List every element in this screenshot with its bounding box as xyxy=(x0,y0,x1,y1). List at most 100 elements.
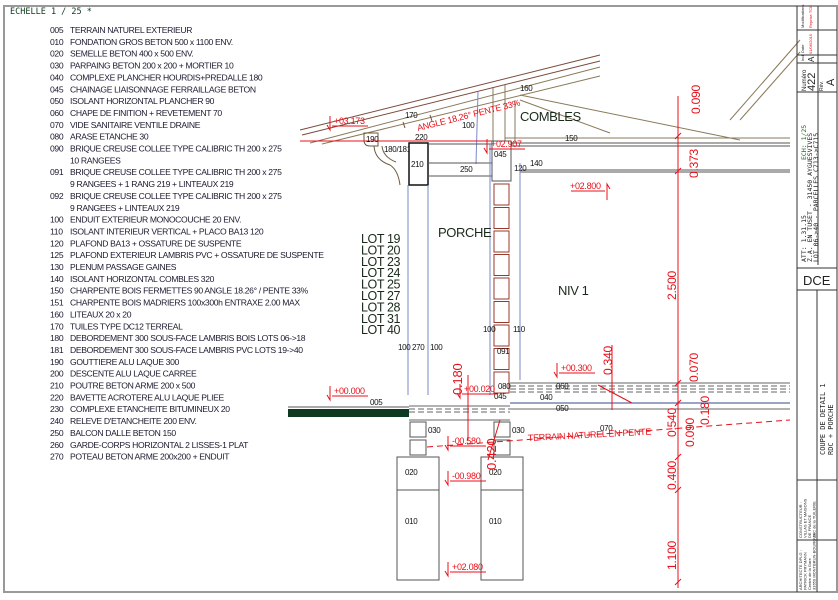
project-lots: LOT 06->40 - PARCELLES C713->C715 xyxy=(812,133,820,262)
label-030-left: 030 xyxy=(428,426,441,435)
legend-code: 130 xyxy=(50,262,64,272)
lot-label: LOT 19 xyxy=(361,232,401,246)
legend-text: CHARPENTE BOIS FERMETTES 90 ANGLE 18.26°… xyxy=(70,286,309,296)
legend-text: BAVETTE ACROTERE ALU LAQUE PLIEE xyxy=(70,392,225,402)
level-value: +00.020 xyxy=(464,384,495,394)
rev-header-ind: Ind. xyxy=(800,54,805,61)
label-040: 040 xyxy=(540,393,553,402)
label-100-wall: 100 xyxy=(483,325,496,334)
legend-code: 170 xyxy=(50,321,64,331)
architect-line: Centre de la Gare xyxy=(807,557,812,590)
ceiling-lines xyxy=(428,143,790,177)
title-block xyxy=(796,6,837,592)
label-060: 060 xyxy=(556,382,569,391)
brick xyxy=(493,324,510,347)
label-030-right: 030 xyxy=(512,426,525,435)
beam-210 xyxy=(408,142,429,186)
legend-code: 230 xyxy=(50,404,64,414)
legend-code: 180 xyxy=(50,333,64,343)
label-120: 120 xyxy=(514,164,527,173)
dimension-label: 0.180 xyxy=(450,363,465,395)
dimension-label: 0.400 xyxy=(665,460,679,490)
legend-code: 220 xyxy=(50,392,64,402)
project-address: Z.A. EN TUSET - 31450 AYGUESVIVES xyxy=(806,133,814,262)
label-100-col-right: 100 xyxy=(430,343,443,352)
legend-code: 020 xyxy=(50,49,64,59)
project-scale: ECH: 1/25 xyxy=(800,125,808,160)
architect-line: 31650 MONTBRUN-BOURGUE xyxy=(812,533,817,590)
terrain-label: TERRAIN NATUREL EN PENTE xyxy=(528,427,652,443)
foundations xyxy=(396,421,524,581)
scale-label: ECHELLE 1 / 25 * xyxy=(10,7,92,17)
rev-date: 01/06/2015 xyxy=(808,33,813,54)
legend-text: FONDATION GROS BETON 500 x 1100 ENV. xyxy=(70,37,233,47)
legend-text: BRIQUE CREUSE COLLEE TYPE CALIBRIC TH 20… xyxy=(70,167,282,177)
room-niv-1: NIV 1 xyxy=(558,283,589,298)
level-value: +03.173 xyxy=(334,116,365,126)
level-value: +02.080 xyxy=(452,562,483,572)
legend-text: TERRAIN NATUREL EXTERIEUR xyxy=(70,25,192,35)
label-150: 150 xyxy=(565,134,578,143)
legend-code: 090 xyxy=(50,144,64,154)
dimension-label: 0.540 xyxy=(665,407,679,437)
legend-code: 160 xyxy=(50,309,64,319)
lot-label: LOT 25 xyxy=(361,278,401,292)
legend-text: PLAFOND BA13 + OSSATURE DE SUSPENTE xyxy=(70,238,242,248)
porch-column xyxy=(407,144,521,395)
legend-text: ARASE ETANCHE 30 xyxy=(70,132,149,142)
constructor-line: VILLAS ET MAISONS xyxy=(803,498,808,538)
room-porche: PORCHE xyxy=(438,225,492,240)
legend-text: VIDE SANITAIRE VENTILE DRAINE xyxy=(70,120,201,130)
legend-text: 10 RANGEES xyxy=(70,155,121,165)
legend-code: 260 xyxy=(50,440,64,450)
legend-text: SEMELLE BETON 400 x 500 ENV. xyxy=(70,49,193,59)
label-110: 110 xyxy=(513,325,526,334)
legend-code: 125 xyxy=(50,250,64,260)
lot-label: LOT 40 xyxy=(361,323,401,337)
dimension-label: 1.100 xyxy=(665,540,679,570)
legend-text: CHARPENTE BOIS MADRIERS 100x300h ENTRAXE… xyxy=(70,298,300,308)
rev-modification: Reprise TCE xyxy=(808,5,813,28)
brick xyxy=(493,207,510,229)
legend-text: DEBORDEMENT 300 SOUS-FACE LAMBRIS PVC LO… xyxy=(70,345,303,355)
brick xyxy=(493,301,510,323)
legend-code: 250 xyxy=(50,428,64,438)
legend-code: 010 xyxy=(50,37,64,47)
legend-text: GARDE-CORPS HORIZONTAL 2 LISSES-1 PLAT xyxy=(70,440,249,450)
legend-code: 092 xyxy=(50,191,64,201)
legend-text: BRIQUE CREUSE COLLEE TYPE CALIBRIC TH 20… xyxy=(70,191,282,201)
legend-text: GOUTTIERE ALU LAQUE 300 xyxy=(70,357,180,367)
numero-label: Numéro xyxy=(802,69,808,91)
level-value: -00.980 xyxy=(452,471,481,481)
label-140: 140 xyxy=(530,159,543,168)
terrain-line xyxy=(426,419,791,448)
level-value: +02.907 xyxy=(491,139,522,149)
legend-text: PARPAING BETON 200 x 200 + MORTIER 10 xyxy=(70,61,234,71)
level-marker: +00.000 xyxy=(326,386,368,402)
label-045-top: 045 xyxy=(494,150,507,159)
legend-text: DEBORDEMENT 300 SOUS-FACE LAMBRIS BOIS L… xyxy=(70,333,306,343)
legend-text: LITEAUX 20 x 20 xyxy=(70,309,132,319)
level-value: +02.800 xyxy=(570,181,601,191)
label-160: 160 xyxy=(520,84,533,93)
level-marker: +03.173 xyxy=(326,116,368,132)
legend-code: 070 xyxy=(50,120,64,130)
legend-code: 150 xyxy=(50,286,64,296)
project-att: ATT: 1.31.15 xyxy=(800,215,808,262)
legend-code: 050 xyxy=(50,96,64,106)
label-045-floor: 045 xyxy=(494,392,507,401)
brick-wall-091 xyxy=(493,183,510,394)
architect-line: PATRICK PRYMANN xyxy=(803,552,808,590)
legend-text: COMPLEXE PLANCHER HOURDIS+PREDALLE 180 xyxy=(70,72,263,82)
legend-text: CHAINAGE LIAISONNAGE FERRAILLAGE BETON xyxy=(70,84,256,94)
constructor-line: ZAC de la TUILERIE xyxy=(812,501,817,538)
legend-code: 040 xyxy=(50,72,64,82)
legend-code: 030 xyxy=(50,61,64,71)
legend-code: 270 xyxy=(50,452,64,462)
legend-text: COMPLEXE ETANCHEITE BITUMINEUX 20 xyxy=(70,404,230,414)
legend-code: 240 xyxy=(50,416,64,426)
dimension-label: 0.180 xyxy=(698,395,712,425)
legend-code: 060 xyxy=(50,108,64,118)
